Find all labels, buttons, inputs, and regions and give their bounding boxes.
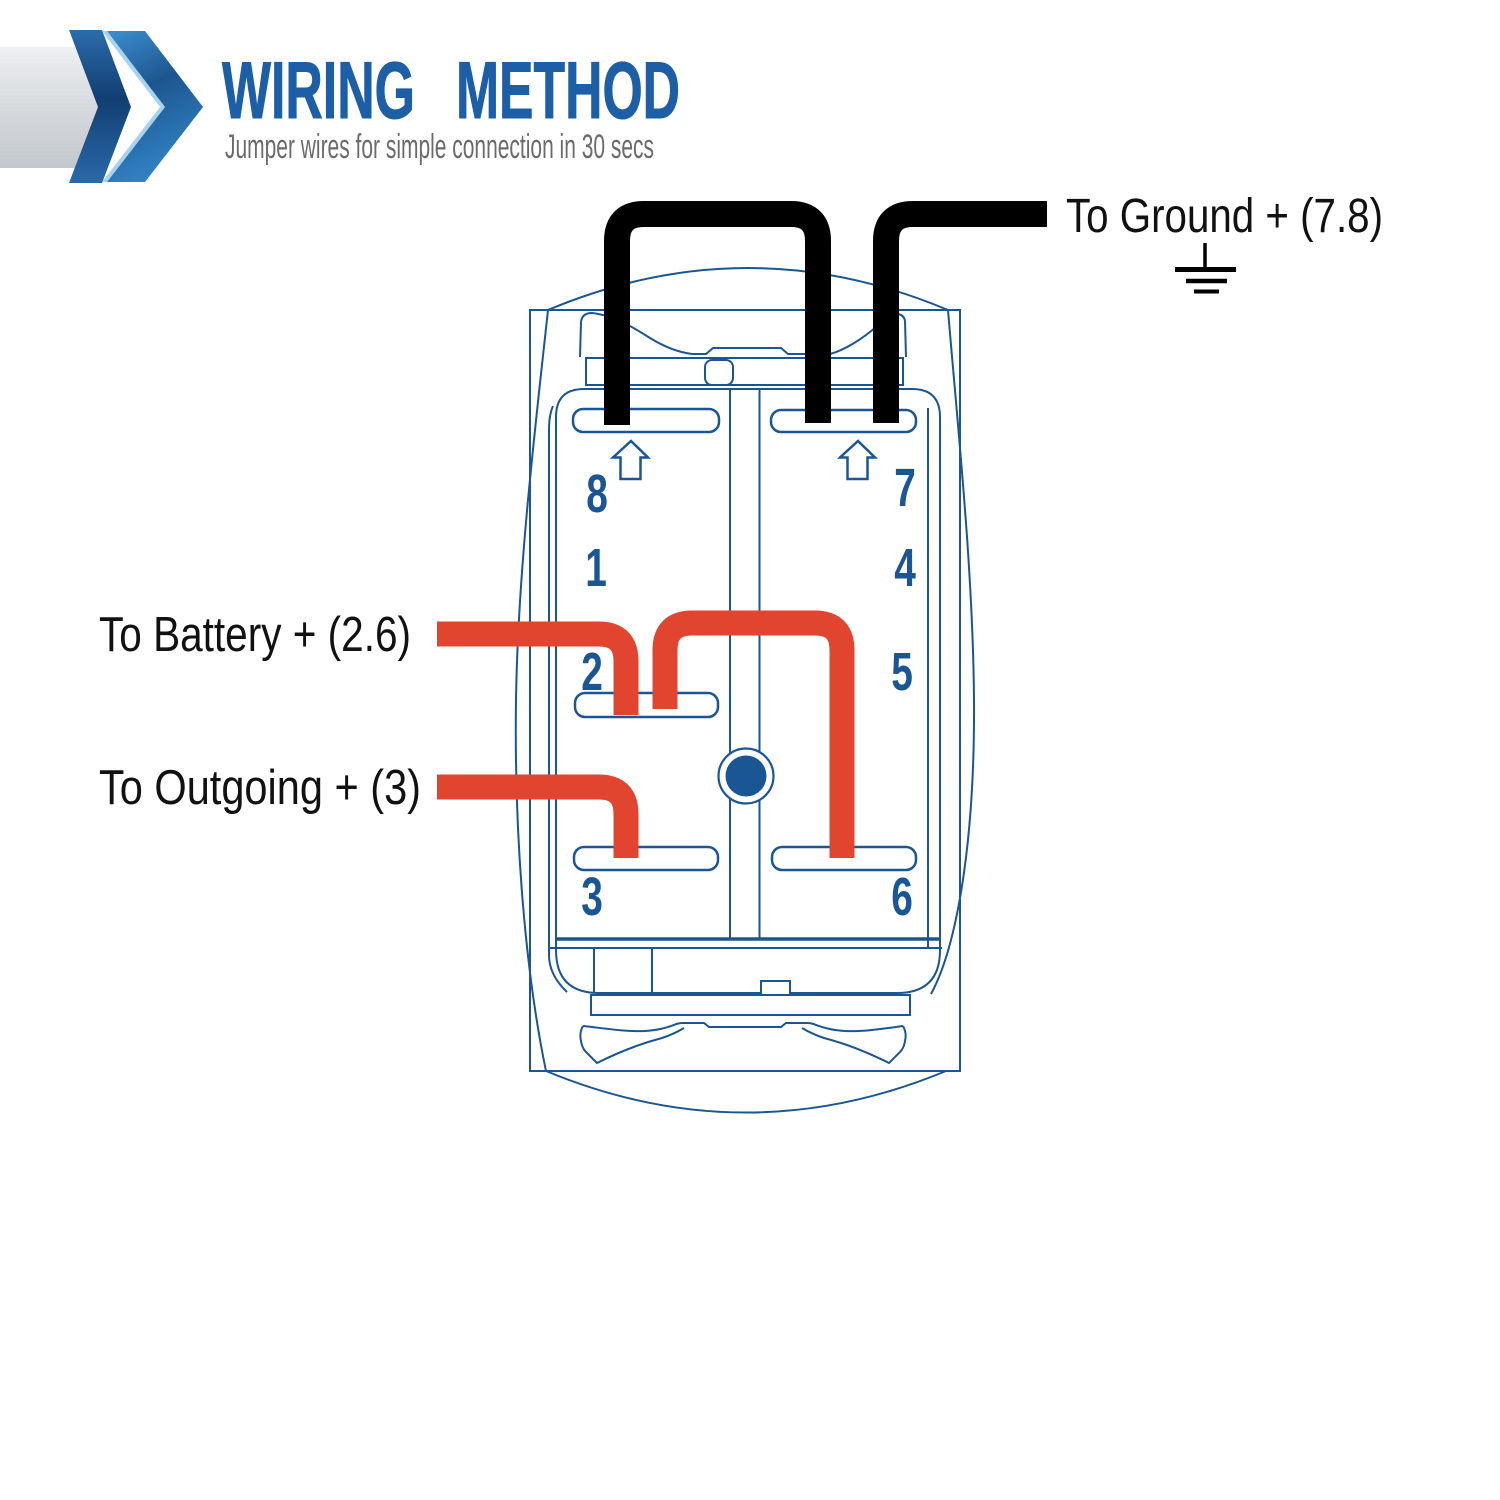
- svg-text:2: 2: [581, 641, 603, 702]
- svg-text:3: 3: [581, 866, 603, 927]
- svg-text:WIRING: WIRING: [222, 46, 415, 136]
- svg-text:1: 1: [585, 537, 607, 598]
- svg-text:8: 8: [586, 463, 608, 524]
- svg-text:To Outgoing + (3): To Outgoing + (3): [99, 761, 421, 815]
- svg-text:4: 4: [894, 537, 916, 598]
- svg-text:To Battery + (2.6): To Battery + (2.6): [99, 608, 411, 662]
- svg-text:Jumper wires for simple connec: Jumper wires for simple connection in 30…: [225, 128, 654, 166]
- svg-text:6: 6: [891, 866, 913, 927]
- svg-text:METHOD: METHOD: [456, 46, 680, 136]
- svg-text:To Ground + (7.8): To Ground + (7.8): [1066, 190, 1383, 243]
- svg-text:5: 5: [891, 641, 913, 702]
- svg-text:7: 7: [894, 457, 916, 518]
